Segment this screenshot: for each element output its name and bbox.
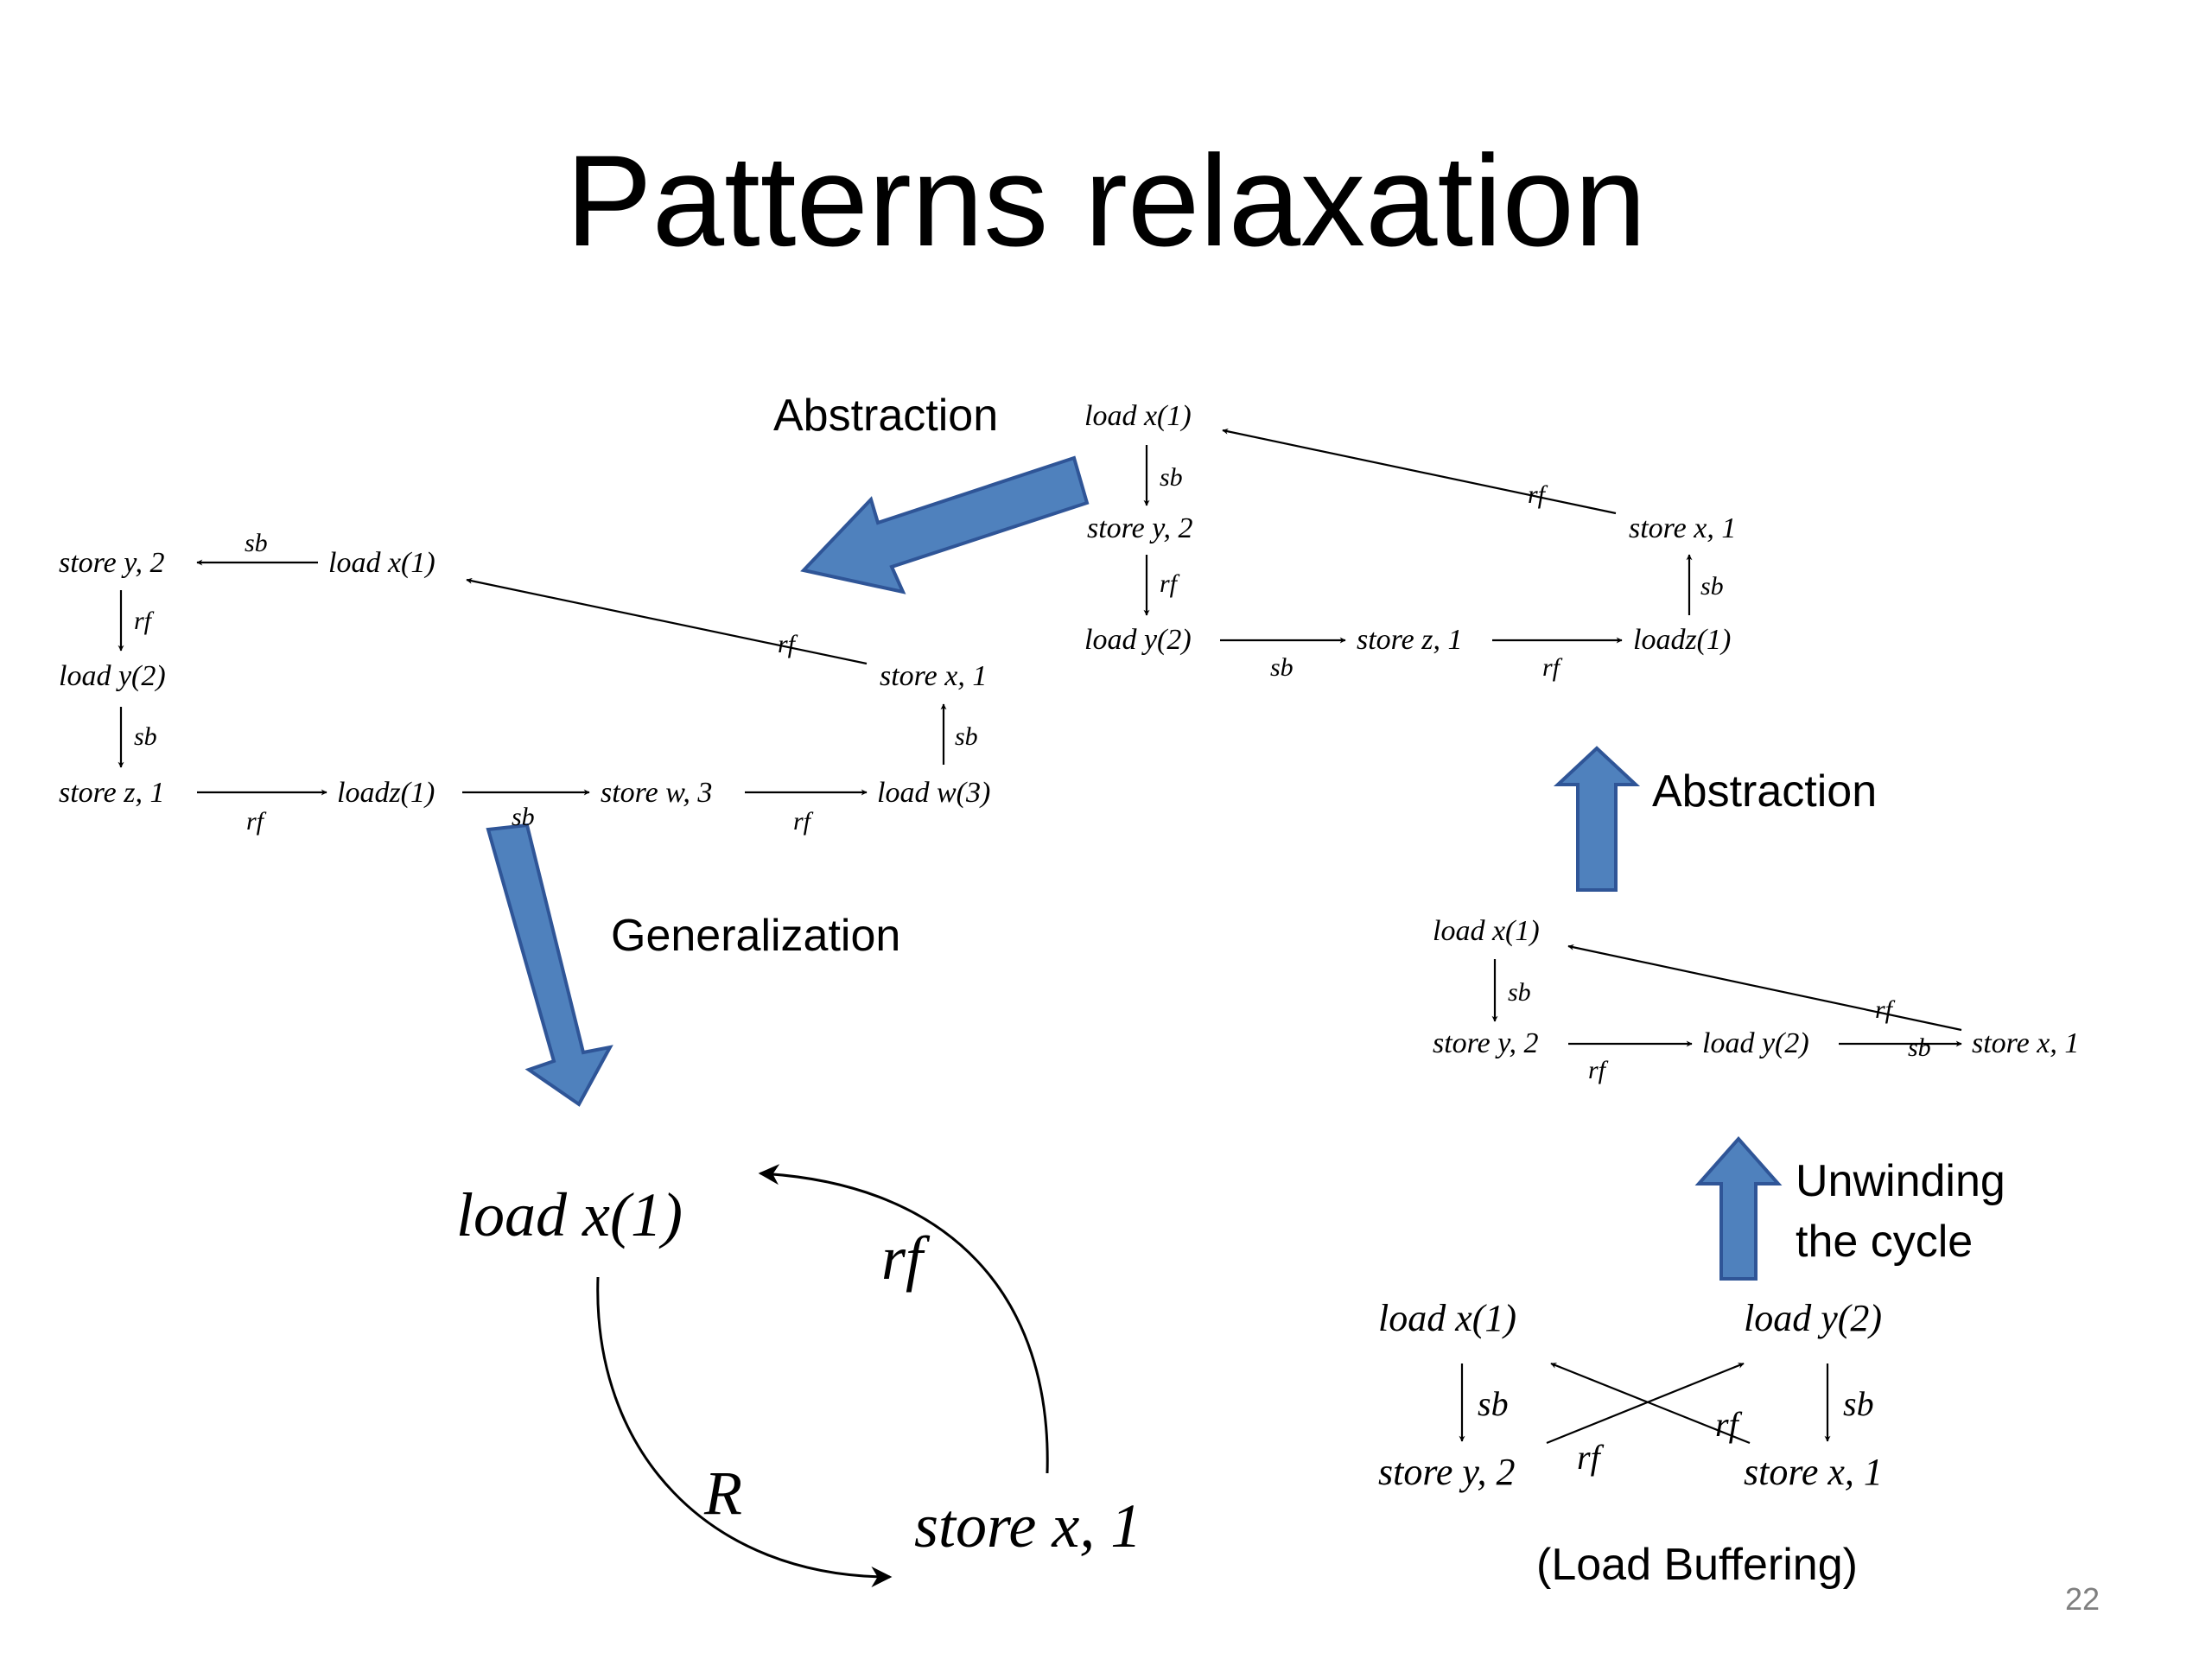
node-store-y2: store y, 2 [59,547,164,579]
node-store-y2: store y, 2 [1433,1027,1538,1059]
node-load-y2: load y(2) [1084,624,1192,656]
page-number: 22 [2065,1581,2101,1617]
caption-abstraction-top: Abstraction [773,391,999,441]
node-store-w3: store w, 3 [601,777,712,809]
node-load-y2: load y(2) [1702,1027,1809,1059]
edge-label-sb: sb [1508,978,1531,1007]
node-load-x1: load x(1) [328,547,435,579]
edge-R [596,1276,893,1587]
node-store-x1: store x, 1 [1744,1451,1883,1493]
edge-label-sb: sb [1478,1384,1509,1423]
node-store-y2: store y, 2 [1378,1451,1515,1493]
edge-label-sb: sb [134,722,157,751]
edge-label-rf: rf [1160,569,1180,598]
edge-label-rf: rf [881,1224,931,1293]
node-loadz1: loadz(1) [337,777,435,809]
edge-label-rf: rf [1542,653,1563,682]
edge-label-sb: sb [245,529,268,557]
node-load-x1: load x(1) [1433,915,1540,947]
edge-label-sb: sb [1908,1033,1931,1062]
edge-rf [1550,1362,1751,1445]
edge-label-rf: rf [1588,1056,1609,1084]
caption-generalization: Generalization [611,911,901,961]
edge-label-rf: rf [1577,1438,1605,1477]
edge-label-rf: rf [1715,1405,1743,1444]
unwinding-arrow-up [1694,1135,1783,1281]
edge-label-rf: rf [793,807,814,836]
edge-rf [758,1164,1049,1474]
edge-label-rf: rf [134,607,155,635]
slide-title: Patterns relaxation [565,128,1647,273]
edge-label-rf: rf [1875,995,1896,1024]
node-load-w3: load w(3) [877,777,990,809]
node-store-y2: store y, 2 [1087,512,1192,544]
node-load-y2: load y(2) [59,660,166,692]
node-loadz1: loadz(1) [1633,624,1731,656]
node-store-z1: store z, 1 [59,777,164,809]
edge-label-sb: sb [512,803,535,831]
edge-rf [1567,944,1962,1032]
node-store-x1: store x, 1 [880,660,987,692]
edge-label-rf: rf [778,630,798,658]
graph-generalized: load x(1) store x, 1 rf R [456,1164,1141,1587]
graph-top-right: load x(1) store y, 2 load y(2) store z, … [1084,400,1736,682]
caption-load-buffering: (Load Buffering) [1536,1540,1858,1590]
edge-label-sb: sb [1843,1384,1874,1423]
abstraction-arrow-diagonal [800,455,1090,594]
caption-abstraction-right: Abstraction [1652,766,1878,817]
edge-label-rf: rf [1528,480,1548,509]
graph-top-left: store y, 2 load x(1) load y(2) store z, … [59,529,990,836]
graph-middle-right: load x(1) store y, 2 load y(2) store x, … [1433,915,2079,1084]
node-store-x1: store x, 1 [1629,512,1736,544]
caption-unwinding: Unwinding the cycle [1796,1151,2005,1272]
node-load-x1: load x(1) [1378,1297,1516,1339]
edge-label-rf: rf [246,807,267,836]
node-load-y2: load y(2) [1744,1297,1882,1339]
node-store-x1: store x, 1 [1972,1027,2079,1059]
node-store-z1: store z, 1 [1357,624,1462,656]
edge-label-sb: sb [955,722,978,751]
abstraction-arrow-up [1553,746,1641,892]
edge-label-R: R [703,1459,742,1528]
edge-label-sb: sb [1160,463,1183,492]
caption-unwinding-line1: Unwinding [1796,1156,2005,1206]
node-store-x1: store x, 1 [914,1491,1141,1560]
edge-label-sb: sb [1700,572,1724,601]
edge-rf [466,577,868,665]
node-load-x1: load x(1) [1084,400,1192,432]
edge-label-sb: sb [1270,653,1294,682]
node-load-x1: load x(1) [456,1180,683,1249]
generalization-arrow-down [486,823,613,1107]
graph-load-buffering: load x(1) load y(2) store y, 2 store x, … [1378,1297,1883,1493]
caption-unwinding-line2: the cycle [1796,1217,1974,1268]
edge-rf [1222,428,1617,515]
edge-rf [1546,1362,1745,1445]
